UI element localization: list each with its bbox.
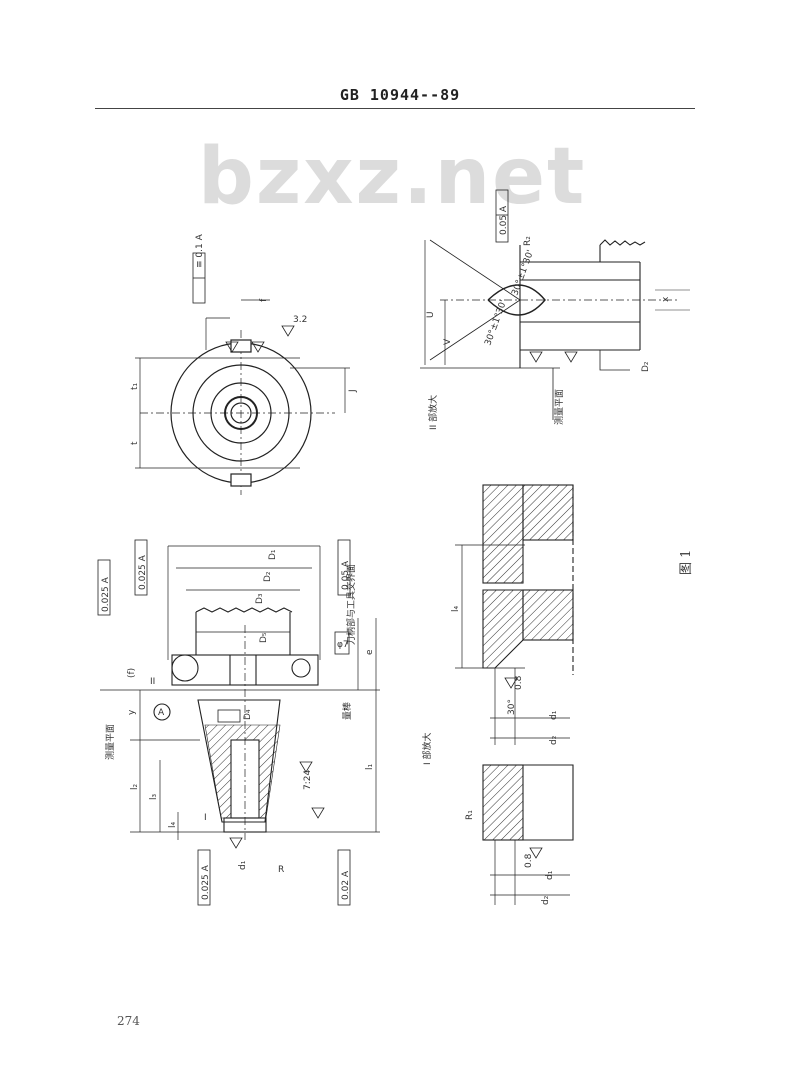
angle-upper: 30°±1°30' xyxy=(510,249,536,297)
taper-label: 7:24 xyxy=(303,770,313,790)
dim-t1: t₁ xyxy=(130,382,140,390)
top-tol-label: ≡ 0.1 A xyxy=(195,233,205,268)
dim-d2: D₂ xyxy=(263,571,273,582)
gauge-bar-label: 量棒 xyxy=(341,702,353,720)
ii-tol-label: 0.05 A xyxy=(499,205,509,235)
dim-t: t xyxy=(130,441,140,445)
mark-i: I xyxy=(204,813,207,823)
detail-ii xyxy=(420,189,690,420)
detail-i-title: I 部放大 xyxy=(421,732,433,765)
dim-e: e xyxy=(365,649,375,655)
dim-d2-i: d₂ xyxy=(549,735,559,745)
dim-d1: D₁ xyxy=(268,549,278,560)
dim-r2: R₂ xyxy=(523,236,533,246)
dim-l1: l₁ xyxy=(365,763,375,770)
dim-v: V xyxy=(443,338,453,345)
dim-d1-i2: d₁ xyxy=(545,870,555,880)
dim-y: y xyxy=(127,709,137,715)
dim-d2-ii: D₂ xyxy=(641,361,651,372)
dim-d4: D₄ xyxy=(243,709,253,720)
dim-d2-i2: d₂ xyxy=(541,895,551,905)
dim-l2: l₂ xyxy=(130,783,140,790)
main-view xyxy=(97,539,380,906)
dim-f: f xyxy=(259,298,269,302)
dim-d1-i: d₁ xyxy=(549,710,559,720)
top-roughness: 3.2 xyxy=(293,315,307,325)
tol-5: 0.02 A xyxy=(341,870,351,900)
dim-l3: l₃ xyxy=(149,793,159,800)
standard-header: GB 10944--89 xyxy=(339,86,461,104)
header-rule xyxy=(95,108,695,109)
i-roughness-2: 0.8 xyxy=(524,853,534,868)
datum-a: A xyxy=(158,708,165,718)
dim-l4-i: l₄ xyxy=(451,605,461,612)
page-number: 274 xyxy=(117,1014,140,1028)
mark-ii: II xyxy=(150,677,155,687)
dim-j: J xyxy=(348,389,358,393)
detail-i xyxy=(455,484,574,905)
dim-d5: D₅ xyxy=(259,632,269,643)
measure-plane-ii: 测量平面 xyxy=(554,389,565,425)
tol-4: 0.025 A xyxy=(201,864,211,900)
dim-f-paren: (f) xyxy=(127,668,137,678)
dim-l4: l₄ xyxy=(168,821,178,828)
angle-30: 30° xyxy=(507,699,517,715)
dim-u: U xyxy=(426,311,436,318)
dim-r: R xyxy=(278,865,284,875)
i-roughness-1: 0.8 xyxy=(514,675,524,690)
phi7-label: φ7 xyxy=(337,640,349,650)
dim-d1-bottom: d₁ xyxy=(238,860,248,870)
dim-d3: D₃ xyxy=(255,593,265,604)
top-view xyxy=(135,252,350,495)
interface-label: 刀柄部与工具交界面 xyxy=(345,564,357,645)
tol-2: 0.025 A xyxy=(101,576,111,612)
tol-1: 0.025 A xyxy=(138,554,148,590)
angle-lower: 30°±1°30' xyxy=(483,299,509,347)
tol-3: 0.05 A xyxy=(341,560,351,590)
figure-caption: 图 1 xyxy=(679,550,694,575)
measure-plane-main: 测量平面 xyxy=(105,724,116,760)
detail-ii-title: II 部放大 xyxy=(427,395,439,430)
watermark: bzxz.net xyxy=(198,132,587,222)
dim-x: x xyxy=(661,296,671,302)
dim-r1: R₁ xyxy=(465,810,475,820)
